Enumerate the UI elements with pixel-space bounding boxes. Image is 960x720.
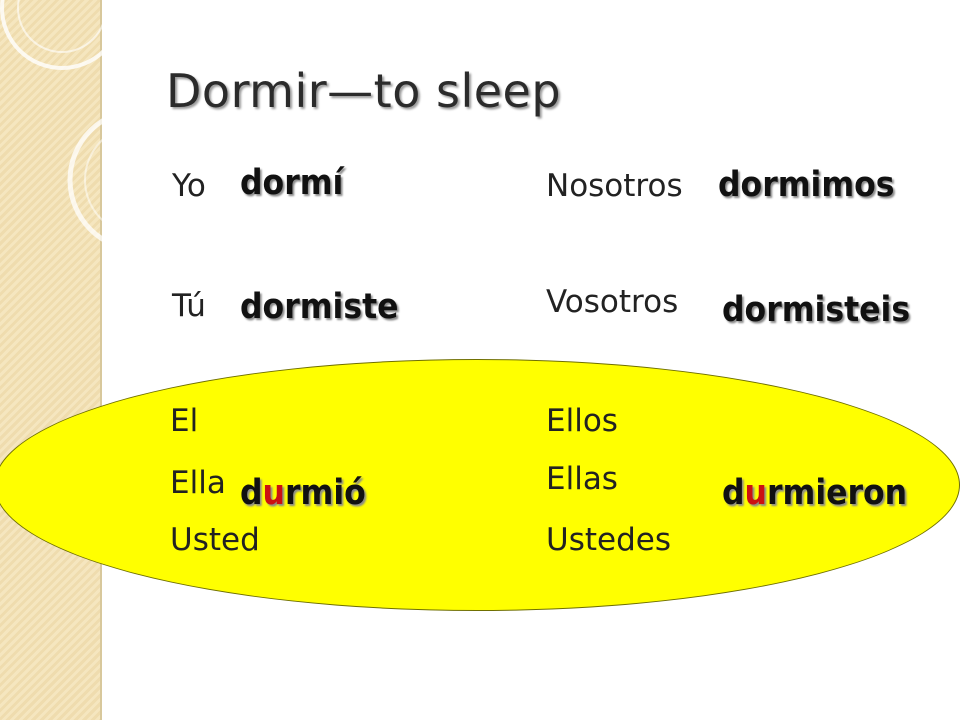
- pronoun-nosotros: Nosotros: [546, 168, 683, 204]
- stem-change-letter: u: [744, 473, 767, 513]
- page-title: Dormir—to sleep: [166, 64, 562, 118]
- verb-third-plural: durmieron: [722, 473, 908, 513]
- verb-third-singular: durmió: [240, 473, 366, 513]
- verb-yo: dormí: [240, 163, 344, 203]
- pronoun-tu: Tú: [172, 288, 206, 324]
- verb-vosotros: dormisteis: [722, 290, 911, 330]
- pronoun-yo: Yo: [172, 168, 206, 204]
- highlight-ellipse: [0, 359, 960, 611]
- pronoun-ella: Ella: [170, 465, 226, 501]
- pronoun-usted: Usted: [170, 522, 260, 558]
- pronoun-vosotros: Vosotros: [546, 284, 679, 320]
- decorative-side-strip: [0, 0, 102, 720]
- pronoun-ellos: Ellos: [546, 403, 618, 439]
- pronoun-el: El: [170, 403, 199, 439]
- pronoun-ellas: Ellas: [546, 461, 618, 497]
- verb-nosotros: dormimos: [718, 165, 895, 205]
- pronoun-ustedes: Ustedes: [546, 522, 671, 558]
- verb-tu: dormiste: [240, 287, 399, 327]
- stem-change-letter: u: [262, 473, 285, 513]
- decorative-rings-icon: [0, 0, 160, 253]
